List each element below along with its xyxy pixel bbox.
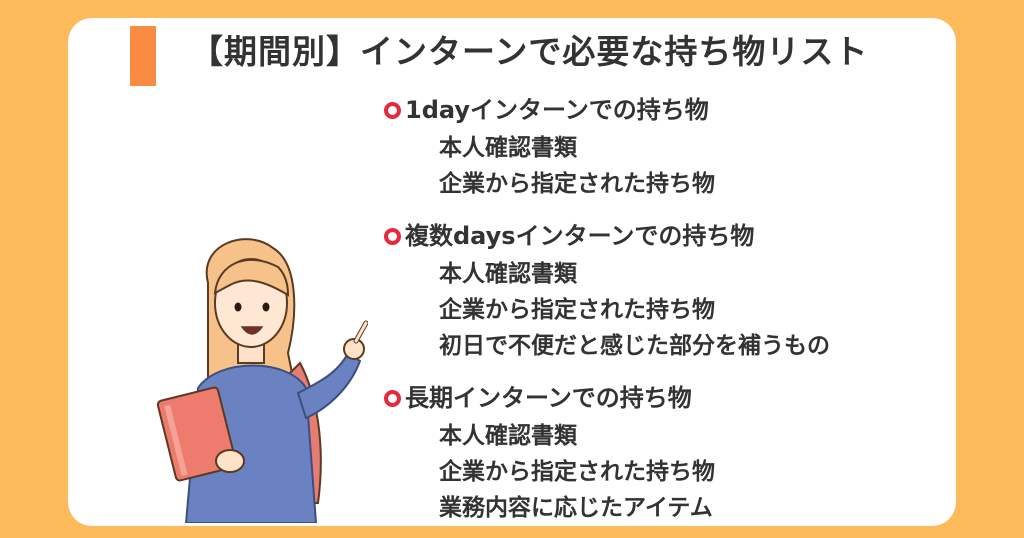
checklist-sections: 1dayインターンでの持ち物 本人確認書類 企業から指定された持ち物 複数day… xyxy=(384,90,944,526)
list-item: 企業から指定された持ち物 xyxy=(439,171,715,197)
list-item: 本人確認書類 xyxy=(439,261,577,287)
circle-mark-icon xyxy=(384,227,401,245)
section-title: 長期インターンでの持ち物 xyxy=(405,384,692,412)
student-holding-book-pointing-icon xyxy=(156,238,368,523)
list-item: 企業から指定された持ち物 xyxy=(439,297,715,323)
list-item: 本人確認書類 xyxy=(439,135,577,161)
title-accent-bar xyxy=(130,26,156,86)
content-card: 【期間別】インターンで必要な持ち物リスト xyxy=(68,18,956,526)
section-long-term: 長期インターンでの持ち物 本人確認書類 企業から指定された持ち物 業務内容に応じ… xyxy=(384,378,944,526)
section-title: 複数daysインターンでの持ち物 xyxy=(405,222,755,250)
section-heading: 長期インターンでの持ち物 xyxy=(384,378,944,418)
list-item: 業務内容に応じたアイテム xyxy=(439,495,713,521)
page-title: 【期間別】インターンで必要な持ち物リスト xyxy=(190,32,869,71)
circle-mark-icon xyxy=(384,389,401,407)
section-title: 1dayインターンでの持ち物 xyxy=(405,96,709,124)
list-item: 初日で不便だと感じた部分を補うもの xyxy=(439,333,830,359)
circle-mark-icon xyxy=(384,101,401,119)
section-multi-days: 複数daysインターンでの持ち物 本人確認書類 企業から指定された持ち物 初日で… xyxy=(384,216,944,364)
list-item: 企業から指定された持ち物 xyxy=(439,459,715,485)
section-1day: 1dayインターンでの持ち物 本人確認書類 企業から指定された持ち物 xyxy=(384,90,944,202)
list-item: 本人確認書類 xyxy=(439,423,577,449)
section-heading: 複数daysインターンでの持ち物 xyxy=(384,216,944,256)
section-heading: 1dayインターンでの持ち物 xyxy=(384,90,944,130)
